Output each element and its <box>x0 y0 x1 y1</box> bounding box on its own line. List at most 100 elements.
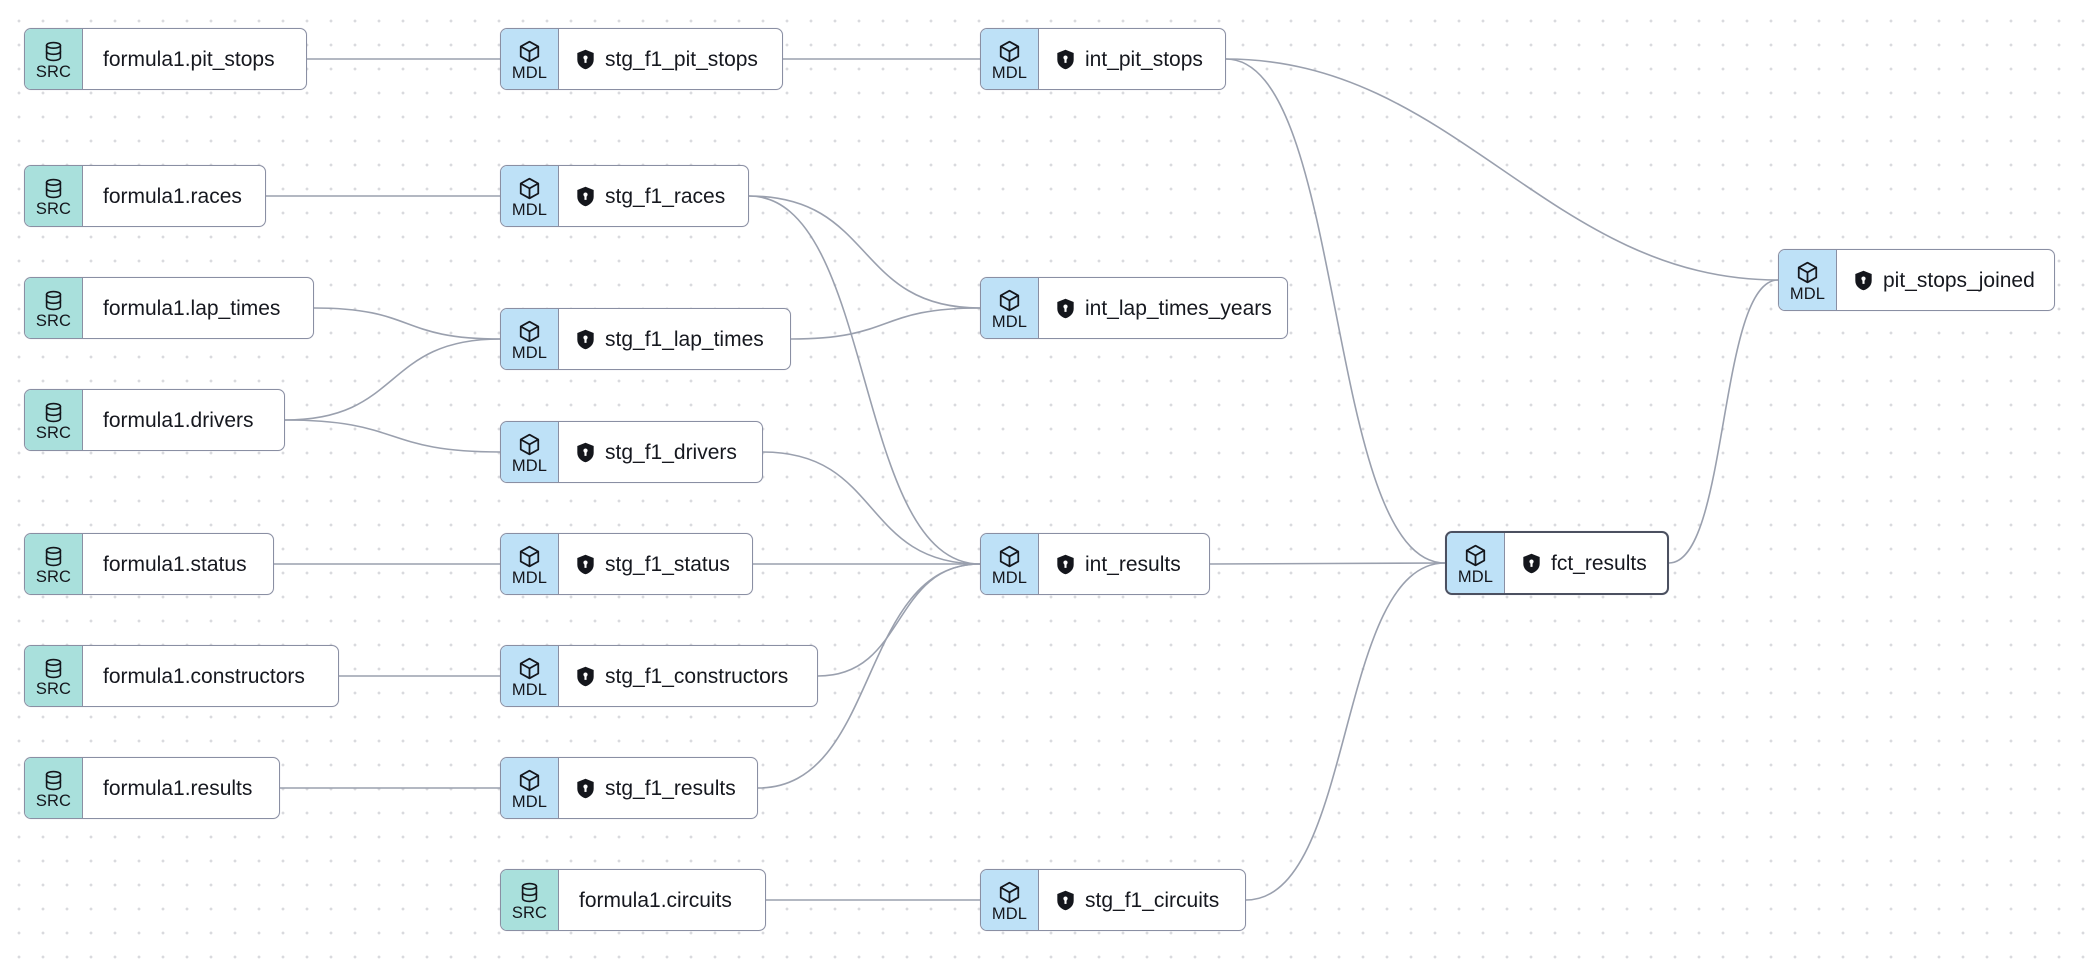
cube-icon <box>1463 543 1488 568</box>
database-icon <box>42 769 65 792</box>
node-type-badge: MDL <box>501 758 559 818</box>
node-body: stg_f1_constructors <box>559 646 817 706</box>
node-label: pit_stops_joined <box>1883 268 2035 292</box>
cube-icon <box>517 544 542 569</box>
node-body: pit_stops_joined <box>1837 250 2054 310</box>
node-body: formula1.constructors <box>83 646 338 706</box>
node-body: formula1.status <box>83 534 273 594</box>
node-type-label: SRC <box>35 423 72 442</box>
node-body: int_pit_stops <box>1039 29 1225 89</box>
node-label: stg_f1_pit_stops <box>605 47 758 71</box>
cube-icon <box>517 656 542 681</box>
node-body: stg_f1_results <box>559 758 757 818</box>
node-type-label: MDL <box>1457 567 1494 586</box>
node-type-label: MDL <box>991 904 1028 923</box>
node-type-badge: MDL <box>1447 533 1505 593</box>
node-label: formula1.lap_times <box>103 296 281 320</box>
cube-icon <box>997 544 1022 569</box>
graph-node-stg_races[interactable]: MDL stg_f1_races <box>500 165 749 227</box>
node-type-badge: MDL <box>501 309 559 369</box>
graph-node-stg_results[interactable]: MDL stg_f1_results <box>500 757 758 819</box>
node-type-label: SRC <box>35 311 72 330</box>
node-label: formula1.results <box>103 776 253 800</box>
node-type-label: MDL <box>511 568 548 587</box>
node-type-label: SRC <box>35 567 72 586</box>
node-type-badge: MDL <box>501 534 559 594</box>
node-label: stg_f1_circuits <box>1085 888 1220 912</box>
cube-icon <box>997 39 1022 64</box>
graph-node-src_status[interactable]: SRC formula1.status <box>24 533 274 595</box>
node-body: stg_f1_drivers <box>559 422 762 482</box>
database-icon <box>42 289 65 312</box>
database-icon <box>42 177 65 200</box>
node-body: formula1.results <box>83 758 279 818</box>
node-label: stg_f1_drivers <box>605 440 737 464</box>
node-body: stg_f1_races <box>559 166 748 226</box>
node-type-label: SRC <box>511 903 548 922</box>
node-type-badge: MDL <box>501 29 559 89</box>
node-type-badge: SRC <box>25 646 83 706</box>
node-type-label: SRC <box>35 62 72 81</box>
shield-lock-icon <box>576 778 595 799</box>
database-icon <box>42 657 65 680</box>
graph-node-src_pit_stops[interactable]: SRC formula1.pit_stops <box>24 28 307 90</box>
node-type-badge: SRC <box>25 29 83 89</box>
node-type-badge: SRC <box>25 390 83 450</box>
node-body: formula1.races <box>83 166 265 226</box>
graph-node-src_results[interactable]: SRC formula1.results <box>24 757 280 819</box>
node-label: stg_f1_results <box>605 776 736 800</box>
database-icon <box>42 545 65 568</box>
node-body: stg_f1_status <box>559 534 752 594</box>
cube-icon <box>1795 260 1820 285</box>
shield-lock-icon <box>1854 270 1873 291</box>
node-type-label: MDL <box>1789 284 1826 303</box>
graph-node-stg_circuits[interactable]: MDL stg_f1_circuits <box>980 869 1246 931</box>
node-body: formula1.lap_times <box>83 278 313 338</box>
node-type-badge: MDL <box>501 646 559 706</box>
graph-node-src_constructors[interactable]: SRC formula1.constructors <box>24 645 339 707</box>
shield-lock-icon <box>576 329 595 350</box>
cube-icon <box>517 768 542 793</box>
shield-lock-icon <box>1056 49 1075 70</box>
graph-node-int_lap_times_years[interactable]: MDL int_lap_times_years <box>980 277 1288 339</box>
node-label: formula1.constructors <box>103 664 305 688</box>
graph-node-stg_pit_stops[interactable]: MDL stg_f1_pit_stops <box>500 28 783 90</box>
node-body: int_lap_times_years <box>1039 278 1287 338</box>
graph-node-src_lap_times[interactable]: SRC formula1.lap_times <box>24 277 314 339</box>
cube-icon <box>517 319 542 344</box>
node-type-badge: MDL <box>501 166 559 226</box>
edge-stg_lap_times-to-int_lap_times_years <box>790 307 981 340</box>
edge-stg_races-to-int_lap_times_years <box>748 195 981 309</box>
node-type-badge: SRC <box>25 758 83 818</box>
node-type-label: SRC <box>35 679 72 698</box>
shield-lock-icon <box>576 442 595 463</box>
shield-lock-icon <box>1522 553 1541 574</box>
node-body: stg_f1_pit_stops <box>559 29 782 89</box>
node-type-label: MDL <box>511 456 548 475</box>
graph-node-stg_status[interactable]: MDL stg_f1_status <box>500 533 753 595</box>
shield-lock-icon <box>1056 554 1075 575</box>
node-label: formula1.status <box>103 552 247 576</box>
edge-int_results-to-fct_results <box>1209 562 1446 565</box>
node-type-label: MDL <box>991 312 1028 331</box>
node-label: formula1.pit_stops <box>103 47 275 71</box>
shield-lock-icon <box>576 49 595 70</box>
node-type-badge: MDL <box>981 29 1039 89</box>
node-type-label: MDL <box>511 792 548 811</box>
node-type-label: MDL <box>511 200 548 219</box>
graph-node-stg_drivers[interactable]: MDL stg_f1_drivers <box>500 421 763 483</box>
database-icon <box>42 401 65 424</box>
node-type-badge: SRC <box>25 278 83 338</box>
edge-int_pit_stops-to-pit_stops_joined <box>1225 58 1779 281</box>
graph-node-pit_stops_joined[interactable]: MDL pit_stops_joined <box>1778 249 2055 311</box>
